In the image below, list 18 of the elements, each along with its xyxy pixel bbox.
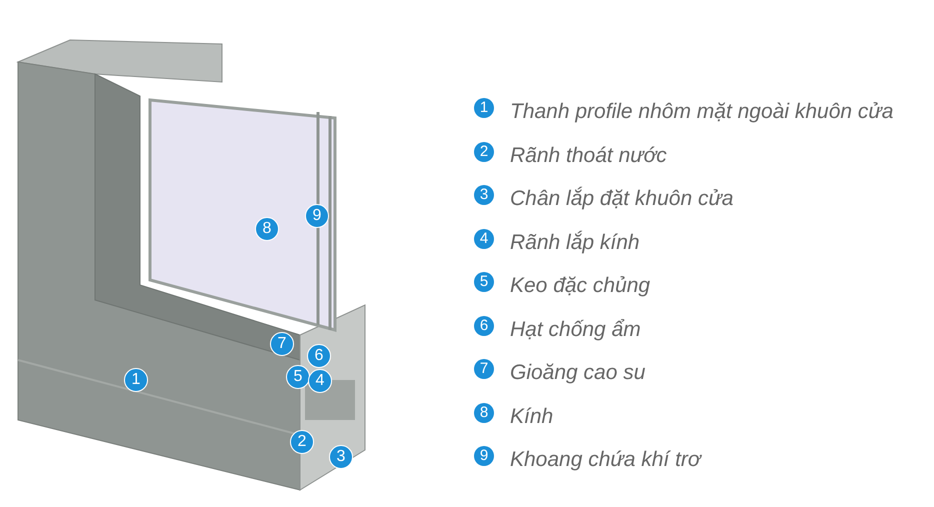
- part-description: Chân lắp đặt khuôn cửa: [510, 186, 734, 212]
- callout-number: 2: [474, 142, 494, 162]
- callout-number: 9: [474, 446, 494, 466]
- part-description: Rãnh thoát nước: [510, 142, 667, 168]
- part-description: Hạt chống ẩm: [510, 316, 641, 342]
- part-description: Kính: [510, 404, 554, 430]
- callout-number: 7: [474, 359, 494, 379]
- callout-number: 4: [474, 228, 494, 248]
- part-description: Rãnh lắp kính: [510, 230, 640, 256]
- callout-number: 6: [474, 316, 494, 336]
- part-description: Thanh profile nhôm mặt ngoài khuôn cửa: [510, 99, 894, 125]
- callout-number: 8: [474, 402, 494, 422]
- part-description: Keo đặc chủng: [510, 273, 650, 299]
- part-description: Gioăng cao su: [510, 360, 646, 386]
- callout-number: 3: [474, 185, 494, 205]
- callout-number: 5: [474, 272, 494, 292]
- callout-number: 1: [474, 98, 494, 118]
- part-description: Khoang chứa khí trơ: [510, 447, 701, 473]
